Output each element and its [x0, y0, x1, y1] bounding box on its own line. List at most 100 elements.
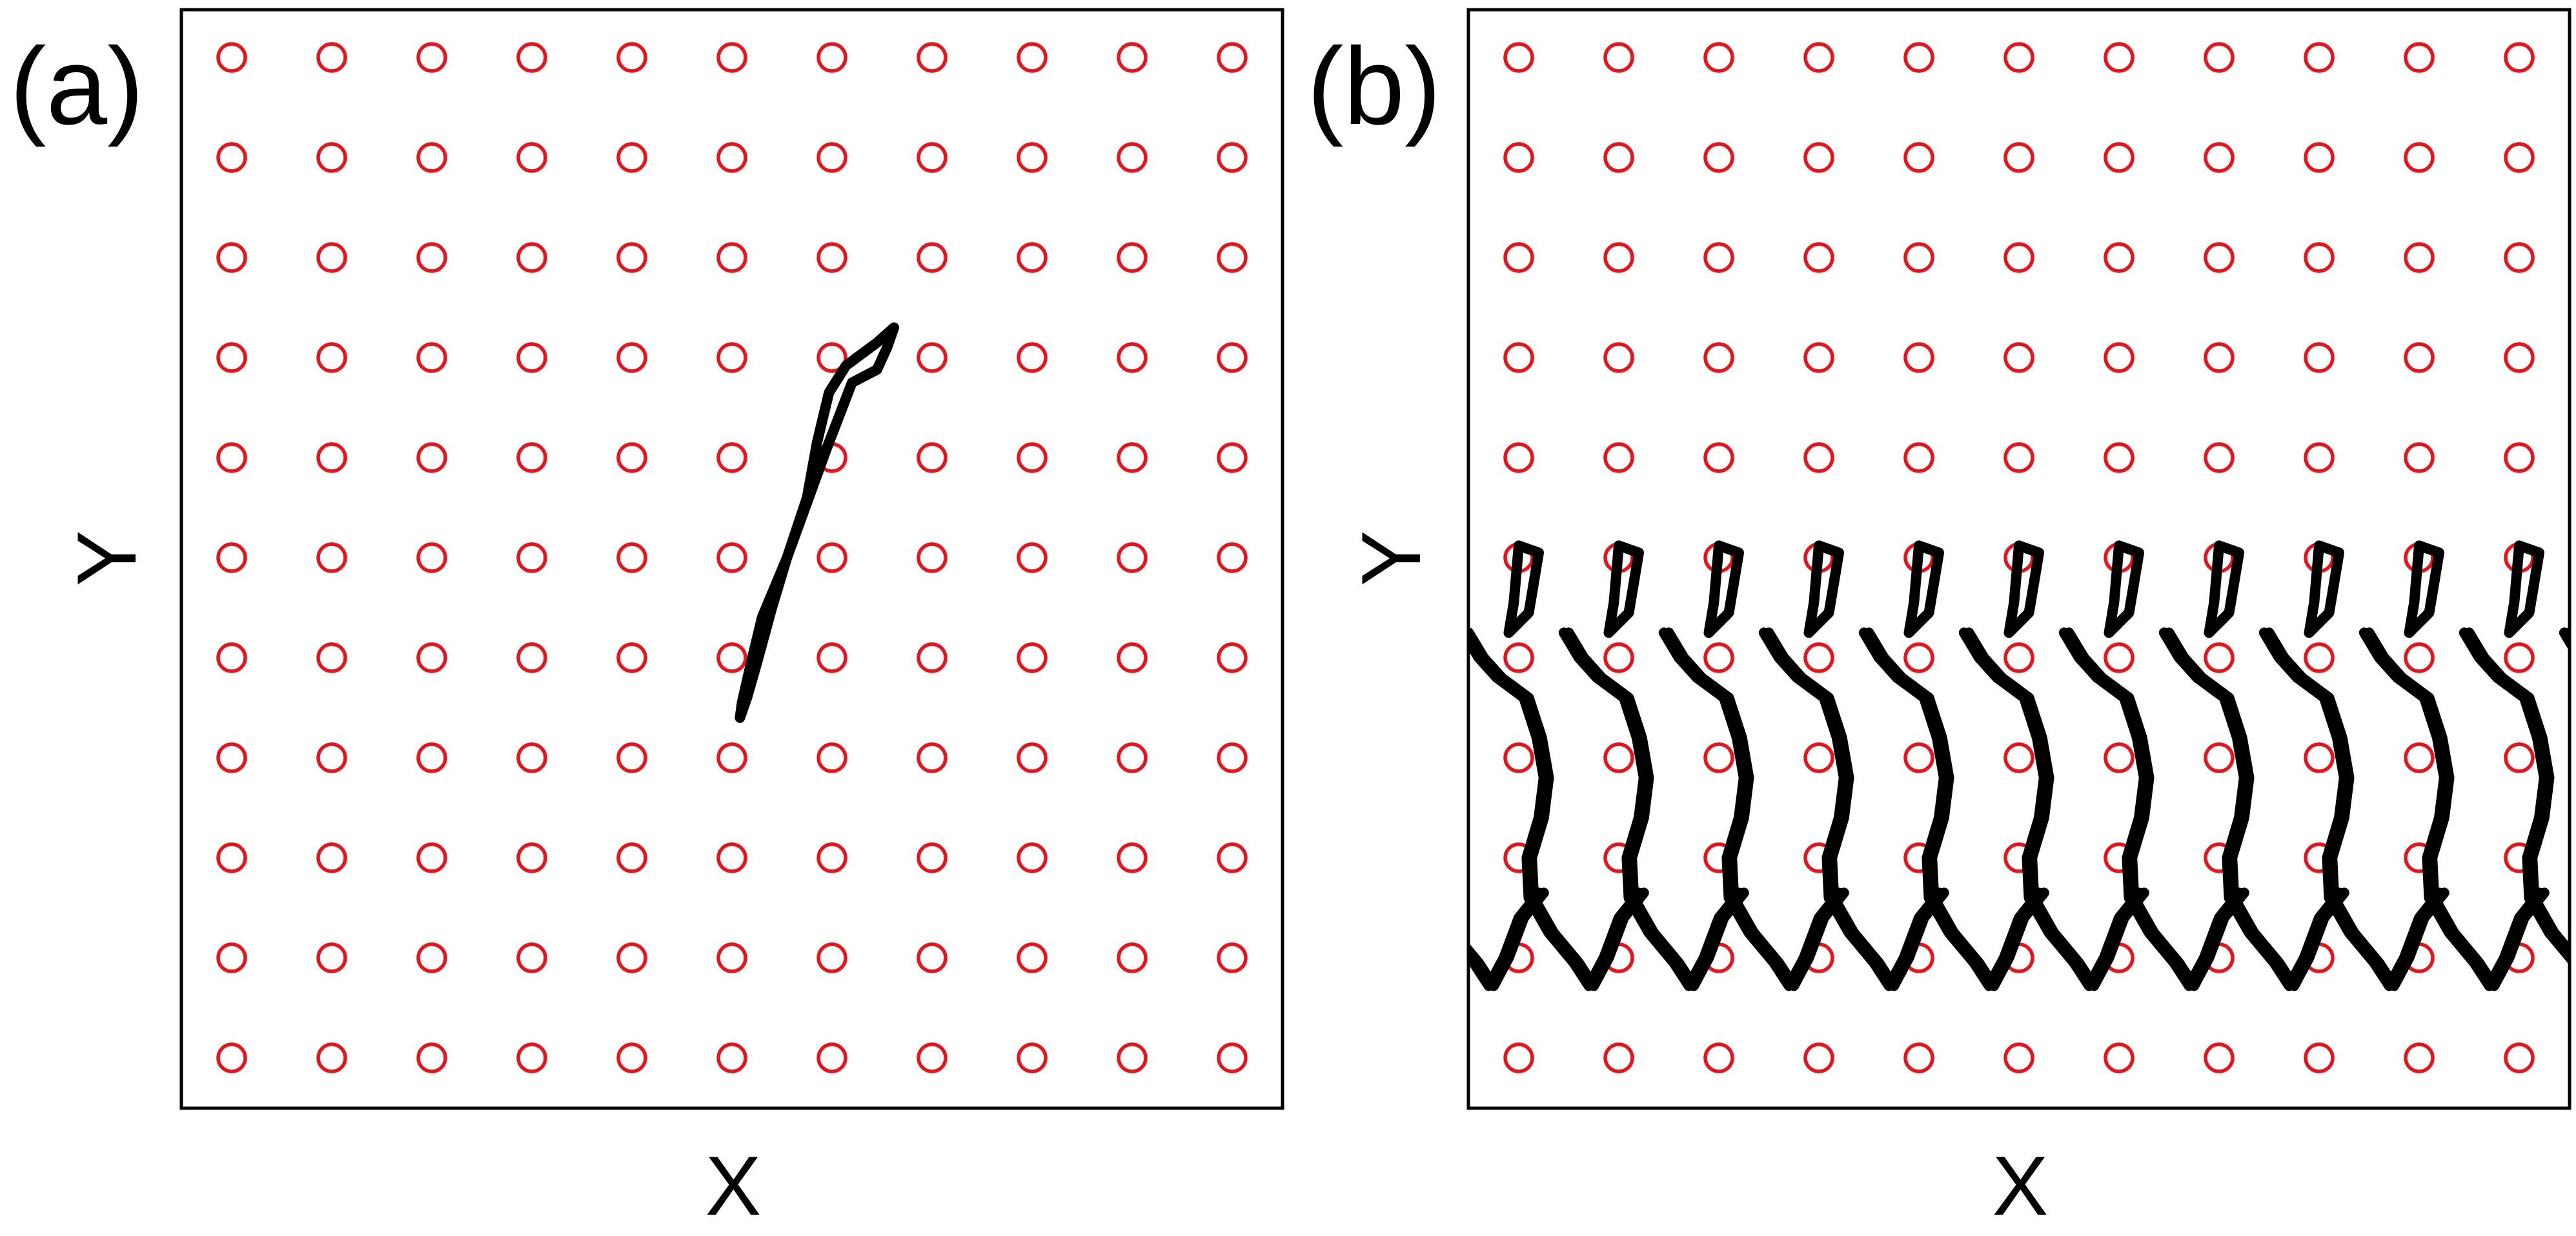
panel-a-lattice-point [616, 642, 647, 673]
panel-a-lattice-point [316, 542, 347, 573]
panel-b-lattice-point [2404, 42, 2435, 73]
panel-b-trajectory-segment [1468, 627, 1649, 991]
panel-a-lattice-point [716, 342, 747, 373]
panel-b-lattice-point [2003, 242, 2034, 273]
panel-b-lattice-point [2104, 642, 2135, 673]
panel-a-lattice-point [917, 342, 948, 373]
panel-b-trajectory-group [1468, 540, 2570, 991]
panel-b-trajectory-segment [1763, 627, 1949, 991]
panel-b-lattice-point [1703, 442, 1734, 473]
panel-a-lattice-point [416, 242, 447, 273]
panel-a-lattice-point [1017, 742, 1048, 773]
panel-b-lattice-point [1703, 42, 1734, 73]
panel-a-lattice-point [1117, 542, 1148, 573]
panel-b-lattice-point [2104, 142, 2135, 173]
panel-b-trajectory-segment [2064, 627, 2249, 991]
panel-a-lattice-point [816, 642, 847, 673]
panel-a-lattice-point [917, 942, 948, 973]
panel-a-lattice-point [216, 442, 247, 473]
panel-b-lattice-point [2504, 342, 2535, 373]
panel-a-lattice-point [1217, 942, 1248, 973]
panel-a-lattice-point [1217, 542, 1248, 573]
panel-a-lattice-point [816, 42, 847, 73]
panel-b-lattice-point [2504, 442, 2535, 473]
panel-a-lattice-point [616, 442, 647, 473]
panel-a-frame [179, 8, 1284, 1110]
panel-a-lattice-point [1217, 1042, 1248, 1073]
panel-b-lattice-point [1503, 342, 1534, 373]
panel-a-lattice-point [716, 742, 747, 773]
panel-a-lattice-point [1217, 742, 1248, 773]
panel-a-lattice-point [416, 142, 447, 173]
panel-a-lattice-point [1217, 442, 1248, 473]
panel-a-lattice-point [616, 242, 647, 273]
panel-a-lattice-point [716, 942, 747, 973]
panel-b-lattice-point [1903, 142, 1934, 173]
panel-a-lattice-point [1117, 142, 1148, 173]
panel-a-lattice-point [516, 142, 547, 173]
panel-a-lattice-point [416, 842, 447, 873]
panel-b-trajectory-loop [2304, 540, 2344, 638]
panel-b-trajectory-loop [1703, 540, 1744, 638]
panel-a-lattice-point [816, 342, 847, 373]
panel-a-lattice-point [416, 42, 447, 73]
panel-b-trajectory-segment [2164, 627, 2349, 991]
panel-a-lattice-point [316, 942, 347, 973]
panel-a-lattice-point [616, 942, 647, 973]
panel-a-lattice-point [917, 842, 948, 873]
panel-b-lattice-point [2204, 242, 2235, 273]
panel-a-lattice-point [416, 642, 447, 673]
panel-b-lattice-point [2404, 742, 2435, 773]
panel-a-lattice-point [316, 742, 347, 773]
panel-a-lattice-point [1117, 942, 1148, 973]
panel-b-lattice-point [2504, 642, 2535, 673]
panel-a-lattice-point [316, 342, 347, 373]
panel-b-lattice-point [2104, 342, 2135, 373]
panel-a-lattice-point [1017, 342, 1048, 373]
panel-b-lattice-point [1603, 742, 1634, 773]
panel-b-plot-area [1468, 42, 2570, 1073]
panel-b-lattice-point [2504, 142, 2535, 173]
panel-b-lattice-point [1803, 1042, 1834, 1073]
panel-a-lattice-point [1117, 742, 1148, 773]
panel-b-lattice-point [1503, 442, 1534, 473]
panel-b-lattice-point [1503, 142, 1534, 173]
panel-a-lattice-point [716, 242, 747, 273]
panel-a-trajectory [735, 322, 900, 723]
panel-b-lattice-point [1803, 242, 1834, 273]
panel-a-lattice-point [816, 1042, 847, 1073]
panel-b-lattice-point [2504, 242, 2535, 273]
panel-b-trajectory-loop [1503, 540, 1544, 638]
panel-b-lattice-point [2504, 742, 2535, 773]
panel-a-lattice-point [216, 42, 247, 73]
panel-b-lattice-point [1703, 342, 1734, 373]
panel-a-lattice-point [216, 142, 247, 173]
panel-b-lattice-point [1903, 342, 1934, 373]
panel-b-lattice-point [1903, 242, 1934, 273]
panel-a-lattice-point [917, 1042, 948, 1073]
panel-b-lattice-point [1903, 742, 1934, 773]
panel-a-lattice-point [516, 242, 547, 273]
panel-b-lattice-point [2204, 342, 2235, 373]
panel-b-lattice-point [1503, 1042, 1534, 1073]
panel-a-lattice-point [1117, 242, 1148, 273]
panel-a-lattice-point [1217, 42, 1248, 73]
panel-b-trajectory-loop [2003, 540, 2044, 638]
panel-b: (b) Y X [1307, 8, 2571, 1233]
panel-a-lattice-point [416, 742, 447, 773]
panel-b-lattice-point [1603, 342, 1634, 373]
panel-a-lattice-point [917, 542, 948, 573]
panel-b-lattice-point [1703, 142, 1734, 173]
panel-a-lattice-point [616, 342, 647, 373]
panel-a-lattice-point [216, 342, 247, 373]
panel-a-lattice-point [216, 642, 247, 673]
panel-b-lattice-point [2204, 442, 2235, 473]
panel-a-lattice-point [516, 742, 547, 773]
panel-a-trajectory-group [735, 322, 900, 723]
panel-a-lattice-point [516, 442, 547, 473]
panel-a-lattice-point [1117, 442, 1148, 473]
panel-a-lattice-point [1017, 542, 1048, 573]
panel-b-lattice-point [1903, 442, 1934, 473]
panel-a-lattice-point [216, 242, 247, 273]
panel-a-lattice-point [316, 442, 347, 473]
